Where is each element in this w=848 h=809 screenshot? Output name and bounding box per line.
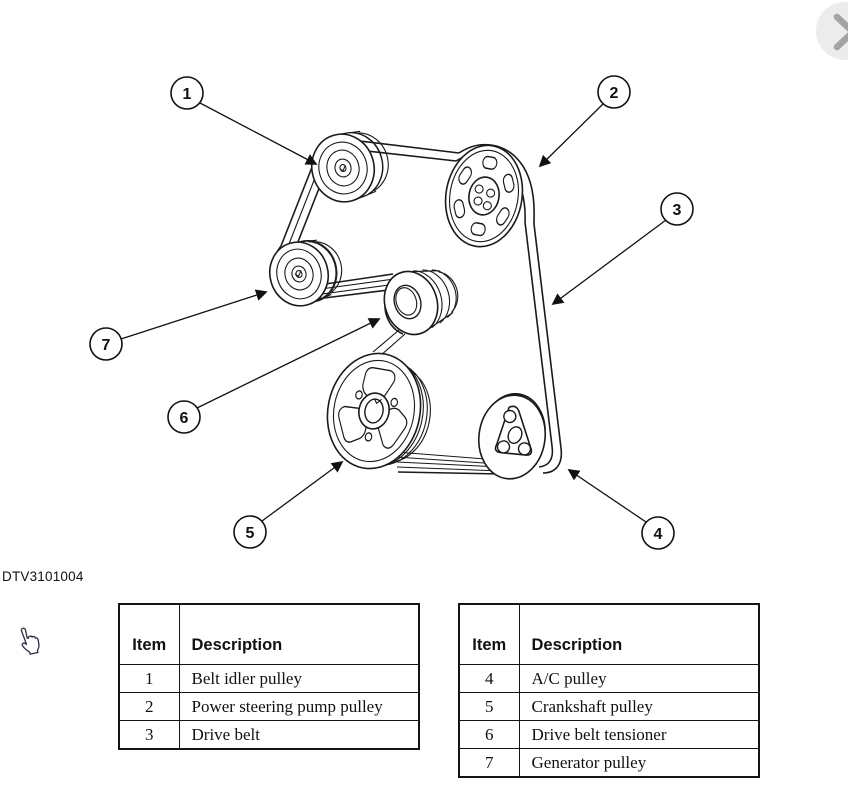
item-number: 6: [458, 720, 520, 749]
col-header-item: Item: [458, 603, 520, 665]
item-number: 1: [118, 664, 180, 693]
table-header-row: Item Description: [118, 603, 420, 665]
callout-1: 1: [170, 76, 204, 110]
item-number: 2: [118, 692, 180, 721]
callout-5-number: 5: [246, 525, 255, 542]
callout-arrows: [120, 102, 667, 523]
table-row: 6 Drive belt tensioner: [458, 720, 760, 749]
callout-2-number: 2: [610, 85, 619, 102]
generator-pulley: [268, 241, 330, 307]
callout-4: 4: [641, 516, 675, 550]
callout-3: 3: [660, 192, 694, 226]
next-page-button[interactable]: [816, 2, 848, 60]
item-description: Belt idler pulley: [178, 664, 420, 693]
item-description: Drive belt tensioner: [518, 720, 760, 749]
chevron-right-icon: [833, 13, 848, 51]
crankshaft-pulley: [326, 352, 422, 470]
callout-4-number: 4: [654, 526, 663, 543]
item-description: Generator pulley: [518, 748, 760, 778]
table-header-row: Item Description: [458, 603, 760, 665]
callout-2: 2: [597, 75, 631, 109]
belt-routing-diagram: 1 2 3 4 5 6 7: [89, 75, 694, 550]
item-number: 5: [458, 692, 520, 721]
table-row: 1 Belt idler pulley: [118, 664, 420, 693]
power-steering-pulley: [444, 144, 524, 248]
callout-1-number: 1: [183, 86, 192, 103]
col-header-item: Item: [118, 603, 180, 665]
item-description: Drive belt: [178, 720, 420, 750]
item-description: A/C pulley: [518, 664, 760, 693]
item-description: Crankshaft pulley: [518, 692, 760, 721]
table-row: 7 Generator pulley: [458, 748, 760, 778]
col-header-description: Description: [518, 603, 760, 665]
table-row: 2 Power steering pump pulley: [118, 692, 420, 721]
hand-pointer-icon: [20, 627, 40, 655]
idler-pulley: [310, 133, 376, 203]
item-number: 4: [458, 664, 520, 693]
table-row: 3 Drive belt: [118, 720, 420, 750]
callout-6: 6: [167, 400, 201, 434]
callout-3-number: 3: [673, 202, 682, 219]
table-row: 4 A/C pulley: [458, 664, 760, 693]
callout-5: 5: [233, 515, 267, 549]
tensioner-pulley: [383, 270, 439, 336]
hand-pointer-cursor: [14, 623, 45, 662]
callout-6-number: 6: [180, 410, 189, 427]
col-header-description: Description: [178, 603, 420, 665]
items-table-left: Item Description 1 Belt idler pulley 2 P…: [118, 603, 420, 750]
callout-7: 7: [89, 327, 123, 361]
ac-pulley: [478, 394, 546, 480]
item-description: Power steering pump pulley: [178, 692, 420, 721]
item-number: 7: [458, 748, 520, 778]
items-table-right: Item Description 4 A/C pulley 5 Cranksha…: [458, 603, 760, 778]
table-row: 5 Crankshaft pulley: [458, 692, 760, 721]
callout-7-number: 7: [102, 337, 111, 354]
item-number: 3: [118, 720, 180, 750]
figure-code: DTV3101004: [2, 569, 84, 584]
